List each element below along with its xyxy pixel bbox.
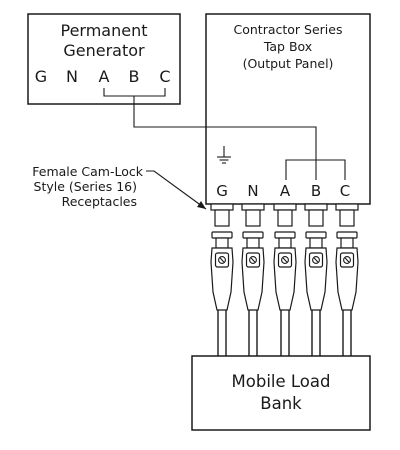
cam-lock-connectors <box>210 203 359 356</box>
plug-collar <box>336 231 358 239</box>
lock-key-circle <box>218 256 226 264</box>
receptacle-label-line1: Female Cam-Lock <box>32 164 144 179</box>
plug-neck <box>340 237 354 249</box>
tap-terminal-b: B <box>311 182 321 200</box>
tap-box-panel <box>205 13 371 205</box>
generator-terminal-c: C <box>159 67 170 86</box>
receptacle-flange <box>241 203 265 211</box>
receptacle-label: Female Cam-Lock Style (Series 16) Recept… <box>32 164 207 210</box>
tap-terminal-a: A <box>280 182 291 200</box>
generator-terminal-n: N <box>66 67 78 86</box>
plug-neck <box>246 237 260 249</box>
receptacle-flange <box>273 203 297 211</box>
tap-box: Contractor Series Tap Box (Output Panel)… <box>205 13 371 205</box>
lock-key-circle <box>312 256 320 264</box>
receptacle-body <box>308 209 324 227</box>
plug-neck <box>215 237 229 249</box>
generator-title-line1: Permanent <box>60 21 147 40</box>
mobile-load-bank: Mobile Load Bank <box>191 355 371 431</box>
tap-box-title-line2: Tap Box <box>263 39 312 54</box>
lock-key-slot <box>219 257 225 263</box>
load-bank-line2: Bank <box>260 394 302 413</box>
receptacle-flange <box>210 203 234 211</box>
generator-title-line2: Generator <box>63 41 145 60</box>
tap-terminal-c: C <box>340 182 350 200</box>
generator-to-tapbox-wire <box>133 96 317 180</box>
cam-lock-connector-b <box>304 203 328 356</box>
plug-collar <box>211 231 233 239</box>
generator-terminal-g: G <box>35 67 47 86</box>
tap-terminal-n: N <box>247 182 258 200</box>
receptacle-flange <box>335 203 359 211</box>
tap-box-title-line1: Contractor Series <box>234 22 343 37</box>
lock-key-circle <box>249 256 257 264</box>
lock-key-slot <box>250 257 256 263</box>
lock-key-circle <box>281 256 289 264</box>
plug-collar <box>274 231 296 239</box>
receptacle-leader-arrowhead <box>197 201 206 209</box>
receptacle-body <box>214 209 230 227</box>
tap-terminal-g: G <box>216 182 228 200</box>
cam-lock-connector-n <box>241 203 265 356</box>
lock-key-circle <box>343 256 351 264</box>
cam-lock-connector-a <box>273 203 297 356</box>
plug-collar <box>242 231 264 239</box>
tap-box-title-line3: (Output Panel) <box>243 56 334 71</box>
plug-neck <box>278 237 292 249</box>
plug-neck <box>309 237 323 249</box>
lock-key-slot <box>344 257 350 263</box>
lock-key-slot <box>313 257 319 263</box>
lock-key-slot <box>282 257 288 263</box>
generator-terminal-a: A <box>99 67 110 86</box>
generator-terminal-b: B <box>129 67 140 86</box>
receptacle-body <box>277 209 293 227</box>
receptacle-flange <box>304 203 328 211</box>
receptacle-leader-line <box>146 170 207 210</box>
receptacle-body <box>245 209 261 227</box>
permanent-generator: Permanent Generator G N A B C <box>27 13 181 105</box>
receptacle-label-line2: Style (Series 16) <box>34 179 137 194</box>
cam-lock-connector-c <box>335 203 359 356</box>
receptacle-body <box>339 209 355 227</box>
cam-lock-connector-g <box>210 203 234 356</box>
receptacle-label-line3: Receptacles <box>62 194 137 209</box>
load-bank-box <box>191 355 371 431</box>
ground-symbol-icon <box>217 146 231 164</box>
plug-collar <box>305 231 327 239</box>
load-bank-line1: Mobile Load <box>232 372 331 391</box>
